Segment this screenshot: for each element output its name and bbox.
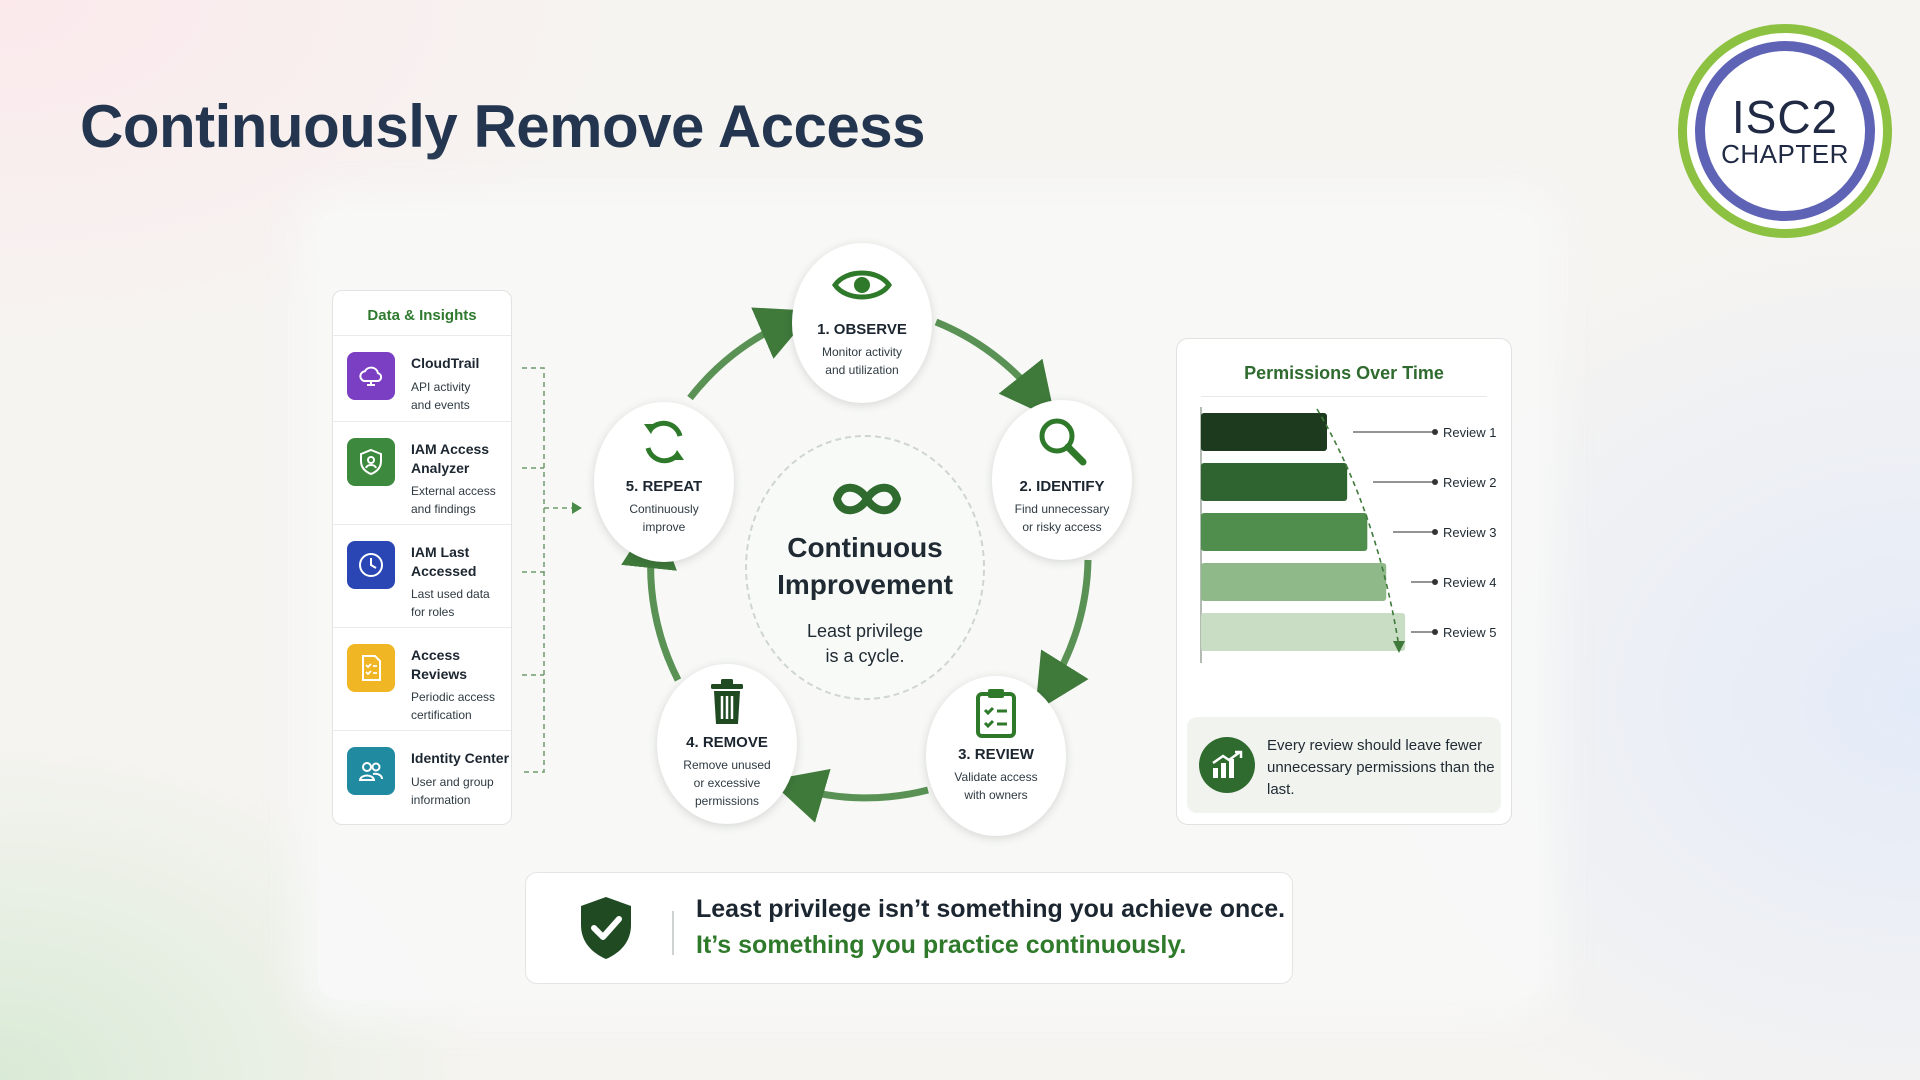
source-name: Identity Center <box>411 750 510 766</box>
step-title: 1. OBSERVE <box>817 321 907 338</box>
source-desc: API activity <box>411 380 471 394</box>
continuous-improvement-center: Continuous Improvement Least privilege i… <box>745 435 985 700</box>
data-insights-card: Data & Insights CloudTrail API activity … <box>332 290 512 825</box>
step-desc: permissions <box>694 794 760 808</box>
permissions-bars: Review 1 Review 2 Review 3 Review 4 Review 5 <box>1200 407 1496 663</box>
step-desc: Find unnecessary <box>1014 502 1110 516</box>
center-subtitle-line: Least privilege <box>806 621 924 641</box>
review-dot <box>1432 629 1438 635</box>
source-desc: User and group <box>411 775 494 789</box>
divider <box>1201 396 1487 397</box>
cycle-arrows <box>621 307 1092 823</box>
permissions-note-text: Every review should leave fewer unnecess… <box>1267 737 1495 798</box>
banner-line-2: It’s something you practice continuously… <box>696 931 1187 959</box>
source-desc: information <box>411 793 471 807</box>
step-title: 3. REVIEW <box>958 746 1034 763</box>
shield-check-icon <box>578 895 634 966</box>
step-desc: or excessive <box>693 776 761 790</box>
page-title: Continuously Remove Access <box>80 93 926 160</box>
review-dot <box>1432 429 1438 435</box>
source-name: Access Reviews <box>411 647 468 682</box>
source-name: CloudTrail <box>411 355 480 371</box>
review-dot <box>1432 479 1438 485</box>
magnifier-icon <box>992 414 1132 466</box>
step-identify: 2. IDENTIFY Find unnecessary or risky ac… <box>992 400 1132 560</box>
growth-chart-icon <box>1199 737 1255 793</box>
step-desc: improve <box>642 520 686 534</box>
source-desc: External access <box>411 484 496 498</box>
center-title-line: Improvement <box>777 569 953 600</box>
step-title: 2. IDENTIFY <box>1019 478 1105 495</box>
source-name: IAM Last Accessed <box>411 544 477 579</box>
checklist-doc-icon <box>347 644 395 692</box>
center-title: Continuous Improvement <box>747 529 983 603</box>
isc2-chapter-logo: ISC2 CHAPTER <box>1678 24 1892 238</box>
trash-icon <box>657 678 797 724</box>
source-name: IAM Access Analyzer <box>411 441 490 476</box>
cloud-icon <box>347 352 395 400</box>
banner-line-1: Least privilege isn’t something you achi… <box>696 895 1286 923</box>
step-observe: 1. OBSERVE Monitor activity and utilizat… <box>792 243 932 403</box>
source-desc: certification <box>411 708 472 722</box>
source-access-reviews: Access Reviews Periodic access certifica… <box>333 627 511 727</box>
review-bar <box>1201 563 1387 601</box>
source-desc: and findings <box>411 502 476 516</box>
center-title-line: Continuous <box>787 532 943 563</box>
review-label: Review 3 <box>1443 525 1496 540</box>
step-title: 4. REMOVE <box>686 734 768 751</box>
review-bar <box>1201 613 1406 651</box>
banner-divider <box>672 911 674 955</box>
step-desc: Monitor activity <box>821 345 903 359</box>
review-label: Review 2 <box>1443 475 1496 490</box>
step-desc: Continuously <box>629 502 699 516</box>
step-remove: 4. REMOVE Remove unused or excessive per… <box>657 664 797 824</box>
source-iam-last-accessed: IAM Last Accessed Last used data for rol… <box>333 524 511 624</box>
review-label: Review 1 <box>1443 425 1496 440</box>
source-cloudtrail: CloudTrail API activity and events <box>333 335 511 435</box>
permissions-note: Every review should leave fewer unnecess… <box>1187 717 1501 813</box>
step-desc: or risky access <box>1022 520 1102 534</box>
permissions-title: Permissions Over Time <box>1244 363 1444 383</box>
step-desc: with owners <box>964 788 1028 802</box>
eye-icon <box>792 265 932 309</box>
step-desc: Remove unused <box>683 758 771 772</box>
review-bar <box>1201 463 1348 501</box>
review-dot <box>1432 529 1438 535</box>
source-desc: Periodic access <box>411 690 496 704</box>
clock-icon <box>347 541 395 589</box>
source-desc: and events <box>411 398 470 412</box>
shield-user-icon <box>347 438 395 486</box>
review-bar <box>1201 413 1327 451</box>
logo-text-bottom: CHAPTER <box>1721 139 1849 169</box>
source-desc: Last used data <box>411 587 490 601</box>
source-identity-center: Identity Center User and group informati… <box>333 730 511 830</box>
infinity-icon <box>827 477 907 526</box>
step-desc: Validate access <box>954 770 1038 784</box>
review-label: Review 4 <box>1443 575 1496 590</box>
source-desc: for roles <box>411 605 455 619</box>
center-subtitle: Least privilege is a cycle. <box>747 619 983 669</box>
logo-text-top: ISC2 <box>1731 91 1839 143</box>
users-icon <box>347 747 395 795</box>
sources-connector <box>522 367 582 773</box>
clipboard-check-icon <box>926 686 1066 738</box>
step-review: 3. REVIEW Validate access with owners <box>926 676 1066 836</box>
data-insights-title: Data & Insights <box>367 307 477 324</box>
review-dot <box>1432 579 1438 585</box>
step-desc: and utilization <box>825 363 899 377</box>
review-bar <box>1201 513 1368 551</box>
refresh-icon <box>594 416 734 464</box>
source-iam-access-analyzer: IAM Access Analyzer External access and … <box>333 421 511 521</box>
key-message-banner: Least privilege isn’t something you achi… <box>525 872 1293 984</box>
center-subtitle-line: is a cycle. <box>825 646 905 666</box>
review-label: Review 5 <box>1443 625 1496 640</box>
step-repeat: 5. REPEAT Continuously improve <box>594 402 734 562</box>
step-title: 5. REPEAT <box>625 478 703 495</box>
trend-arrowhead <box>1393 641 1405 653</box>
